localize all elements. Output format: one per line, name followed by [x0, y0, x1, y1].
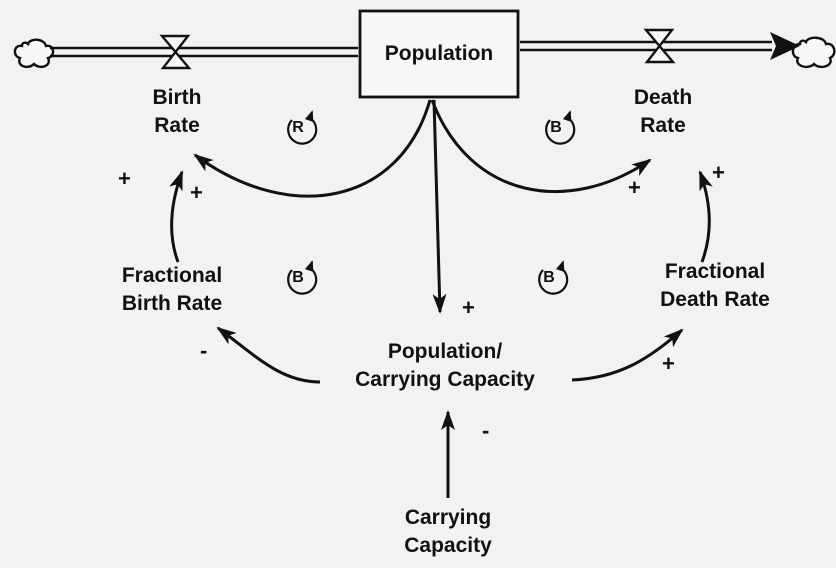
- polarity-ratio-to-frac-death: +: [662, 351, 675, 376]
- death-rate-label: Death Rate: [608, 84, 718, 140]
- polarity-pop-to-death: +: [628, 175, 641, 200]
- birth-inflow-pipe: [50, 46, 358, 58]
- loop-balancing-death-letter: B: [550, 119, 562, 136]
- polarity-frac-death-to-death: +: [712, 160, 725, 185]
- fractional-death-rate-line2: Death Rate: [660, 288, 770, 311]
- sink-cloud-icon: [791, 36, 836, 69]
- loop-reinforcing-letter: R: [292, 119, 304, 136]
- fractional-birth-rate-label: Fractional Birth Rate: [92, 262, 252, 318]
- link-population-to-ratio: [432, 99, 447, 314]
- link-fractional-birth-to-birth-rate: [169, 170, 184, 263]
- death-outflow-pipe: [520, 32, 800, 60]
- loop-balancing-fractional-death: B: [534, 256, 578, 300]
- carrying-capacity-line1: Carrying: [404, 506, 492, 529]
- polarity-pop-to-ratio: +: [462, 295, 475, 320]
- polarity-ratio-to-frac-birth: -: [200, 338, 208, 363]
- birth-rate-line2: Rate: [154, 114, 200, 137]
- death-valve-icon: [643, 28, 676, 64]
- source-cloud-icon: [13, 38, 55, 69]
- population-ratio-line2: Carrying Capacity: [355, 368, 535, 391]
- death-rate-line2: Rate: [640, 114, 686, 137]
- birth-rate-label: Birth Rate: [122, 84, 232, 140]
- polarity-frac-birth-to-birth: +: [118, 166, 131, 191]
- link-ratio-to-fractional-death: [571, 328, 684, 382]
- carrying-capacity-label: Carrying Capacity: [378, 504, 518, 560]
- fractional-death-rate-line1: Fractional: [664, 260, 766, 283]
- fractional-birth-rate-line2: Birth Rate: [121, 292, 223, 315]
- population-stock-label: Population: [384, 42, 494, 65]
- loop-b-frac-death-arrow-icon: [538, 260, 569, 295]
- birth-rate-line1: Birth: [152, 86, 202, 109]
- loop-reinforcing: R: [283, 106, 327, 150]
- link-fractional-death-to-death-rate: [698, 170, 713, 263]
- carrying-capacity-line2: Capacity: [404, 534, 492, 557]
- polarity-capacity-to-ratio: -: [482, 418, 490, 443]
- link-ratio-to-fractional-birth: [216, 326, 321, 384]
- population-stock-box: [358, 9, 520, 99]
- loop-r-arrow-icon: [287, 110, 318, 145]
- link-population-to-birth-rate: [193, 99, 432, 198]
- loop-b-death-arrow-icon: [545, 110, 576, 145]
- loop-b-birth-arrow-icon: [287, 260, 318, 295]
- loop-balancing-birth-letter: B: [292, 269, 304, 286]
- loop-balancing-death: B: [541, 106, 585, 150]
- population-ratio-line1: Population/: [387, 340, 503, 363]
- polarity-pop-to-birth: +: [190, 180, 203, 205]
- fractional-death-rate-label: Fractional Death Rate: [630, 258, 800, 314]
- loop-balancing-fractional-death-letter: B: [543, 269, 555, 286]
- fractional-birth-rate-line1: Fractional: [121, 264, 223, 287]
- population-ratio-label: Population/ Carrying Capacity: [320, 338, 570, 394]
- birth-valve-icon: [159, 34, 192, 70]
- loop-balancing-birth: B: [283, 256, 327, 300]
- death-rate-line1: Death: [633, 86, 693, 109]
- link-population-to-death-rate: [430, 99, 652, 194]
